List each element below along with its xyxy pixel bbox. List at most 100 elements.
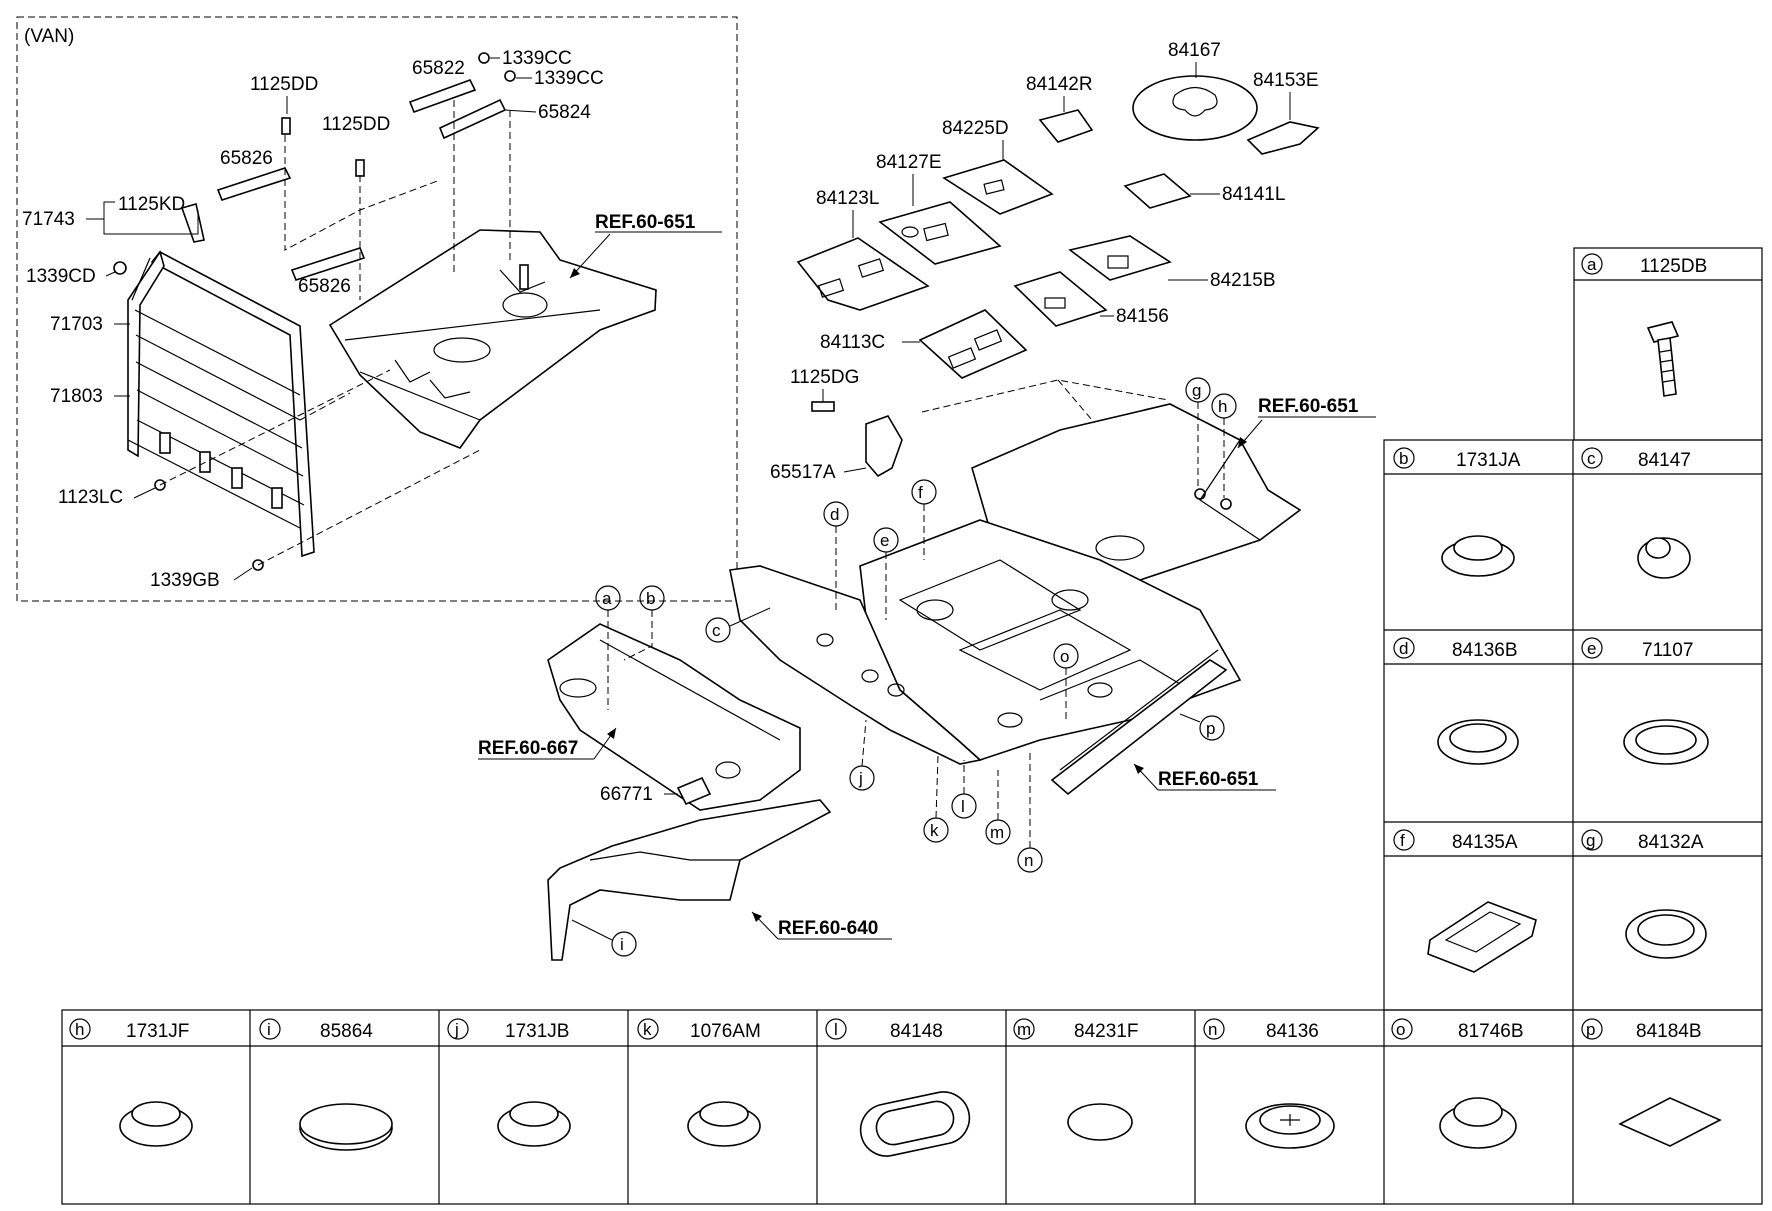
pad-84225D	[942, 159, 1054, 215]
circle-j: j	[858, 769, 863, 788]
callout-1125KD: 1125KD	[118, 194, 185, 215]
letter-callouts: a b c d e f g h i j k l m n o p	[571, 377, 1237, 957]
side-key-f: f	[1400, 831, 1405, 850]
callout-1125DG: 1125DG	[790, 367, 859, 388]
side-part-d: 84136B	[1452, 640, 1518, 661]
right-side-sill	[1050, 659, 1228, 796]
callout-1339GB: 1339GB	[150, 570, 220, 591]
circle-d: d	[830, 505, 839, 524]
pad-84156	[1013, 271, 1108, 327]
side-part-f: 84135A	[1452, 832, 1518, 853]
bottom-key-o: o	[1396, 1020, 1405, 1039]
circle-m: m	[990, 823, 1004, 842]
circle-p: p	[1206, 719, 1215, 738]
callout-84153E: 84153E	[1253, 70, 1319, 91]
bottom-key-m: m	[1017, 1020, 1031, 1039]
circle-k: k	[930, 821, 939, 840]
callout-84225D: 84225D	[942, 118, 1009, 139]
callout-66771: 66771	[600, 784, 653, 805]
side-key-a: a	[1587, 255, 1597, 274]
ring-plug-icon	[1437, 719, 1519, 765]
bottom-part-h: 1731JF	[126, 1021, 189, 1042]
side-key-e: e	[1587, 639, 1596, 658]
side-key-c: c	[1587, 449, 1596, 468]
callout-84113C: 84113C	[820, 332, 885, 353]
rail-65826-left	[216, 167, 292, 201]
ref-60-640: REF.60-640	[778, 918, 878, 939]
bottom-key-j: j	[454, 1020, 459, 1039]
ellipse-pad-icon	[1067, 1103, 1133, 1141]
cross-plug-icon	[1245, 1103, 1335, 1149]
pad-84113C	[918, 309, 1028, 379]
bottom-key-n: n	[1208, 1020, 1217, 1039]
side-part-c: 84147	[1638, 450, 1691, 471]
van-label: (VAN)	[24, 26, 74, 47]
bottom-part-m: 84231F	[1074, 1021, 1138, 1042]
side-key-b: b	[1399, 449, 1408, 468]
pad-84142R	[1038, 109, 1094, 143]
bottom-part-n: 84136	[1266, 1021, 1319, 1042]
circle-b: b	[646, 589, 655, 608]
circle-n: n	[1024, 851, 1033, 870]
callout-65822: 65822	[412, 58, 465, 79]
callout-65826: 65826	[220, 148, 273, 169]
oval-plug-icon	[859, 1091, 971, 1157]
bottom-part-p: 84184B	[1636, 1021, 1702, 1042]
ref-60-651-van: REF.60-651	[595, 212, 696, 233]
bottom-key-k: k	[643, 1020, 652, 1039]
callout-84141L: 84141L	[1222, 184, 1285, 205]
side-key-g: g	[1586, 831, 1595, 850]
callout-65824: 65824	[538, 102, 591, 123]
ref-60-651-side: REF.60-651	[1158, 769, 1259, 790]
bottom-part-l: 84148	[890, 1021, 943, 1042]
circle-e: e	[880, 531, 889, 550]
rect-plug-icon	[1427, 901, 1537, 973]
pad-84141L	[1123, 173, 1192, 209]
bottom-key-p: p	[1586, 1020, 1595, 1039]
callout-84215B: 84215B	[1210, 270, 1276, 291]
bottom-part-i: 85864	[320, 1021, 373, 1042]
bolt-1125DG	[811, 401, 835, 412]
side-part-g: 84132A	[1638, 832, 1704, 853]
ref-60-667: REF.60-667	[478, 738, 578, 759]
bolt-icon	[1646, 321, 1680, 397]
grommet-icon	[687, 1101, 761, 1147]
main-floor-assembly: 1125DG 65517A 66771	[547, 367, 1302, 961]
bottom-part-k: 1076AM	[690, 1021, 761, 1042]
callout-65517A: 65517A	[770, 462, 836, 483]
callout-65826-b: 65826	[298, 276, 351, 297]
bottom-key-l: l	[834, 1020, 838, 1039]
side-key-d: d	[1399, 639, 1408, 658]
callout-71703: 71703	[50, 314, 103, 335]
circle-h: h	[1218, 397, 1227, 416]
callout-1125DD-b: 1125DD	[322, 114, 390, 135]
ring-plug-icon	[1623, 719, 1709, 765]
rail-65824	[438, 98, 507, 140]
circle-c: c	[712, 621, 721, 640]
callout-84127E: 84127E	[876, 152, 942, 173]
van-section-border	[16, 16, 738, 602]
callout-1123LC: 1123LC	[58, 487, 123, 508]
rail-65826-right	[290, 247, 366, 281]
part-66771	[676, 776, 712, 806]
circle-f: f	[918, 483, 923, 502]
callout-84142R: 84142R	[1026, 74, 1093, 95]
side-part-e: 71107	[1642, 640, 1693, 661]
ring-plug-icon	[1625, 909, 1707, 959]
circle-l: l	[961, 797, 965, 816]
ref-60-651-rear: REF.60-651	[1258, 396, 1359, 417]
circle-a: a	[602, 589, 612, 608]
bottom-key-h: h	[75, 1020, 84, 1039]
grommet-icon	[1439, 1097, 1517, 1149]
grommet-icon	[119, 1101, 193, 1147]
circle-g: g	[1192, 381, 1201, 400]
grommet-icon	[1637, 537, 1691, 579]
pad-84167	[1132, 75, 1258, 141]
flat-plug-icon	[299, 1103, 393, 1151]
van-floor-panel	[328, 229, 657, 449]
grommet-icon	[497, 1101, 571, 1147]
callout-84167: 84167	[1168, 40, 1221, 61]
callout-1339CC-b: 1339CC	[534, 68, 604, 89]
bottom-part-j: 1731JB	[505, 1021, 569, 1042]
side-part-a: 1125DB	[1640, 256, 1707, 277]
